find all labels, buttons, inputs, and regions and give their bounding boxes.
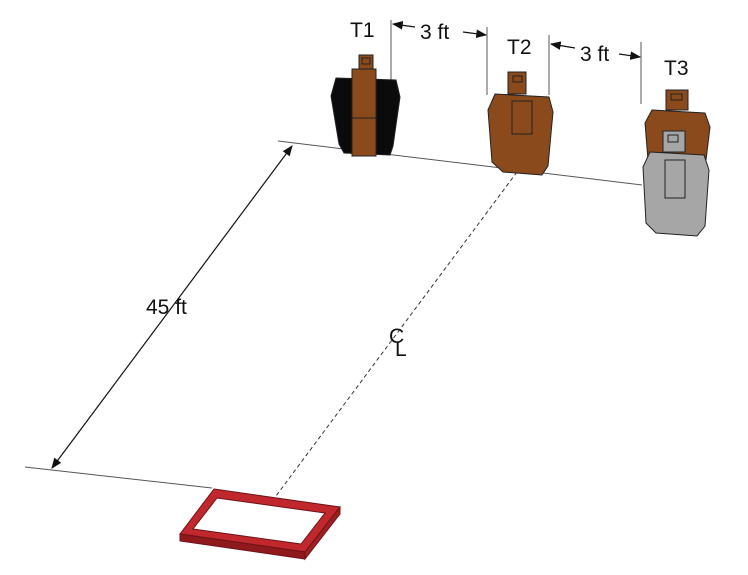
target-t3-back-head-window [670,93,683,101]
target-t1-head [358,54,374,70]
shooting-line [24,466,213,489]
target-t2-head [507,71,527,95]
spacing-label-1: 3 ft [420,21,449,44]
target-t3-front-body [642,151,710,237]
spacing-arrow-1 [462,29,488,39]
shooting-box-edge [304,505,341,561]
target-t1-plate [351,68,377,157]
target-t2-label: T2 [507,36,532,59]
centerline-symbol-c: C [389,325,404,348]
spacing-arrow-2 [549,41,576,50]
shooting-box [179,488,341,561]
spacing-arrow-1 [391,21,416,30]
centerline [275,171,518,497]
target-t3-zone [664,159,686,199]
target-t2-head-window [512,75,523,83]
target-t1-label: T1 [350,19,375,42]
target-t3: T3 [642,57,711,237]
target-t1-head-window [361,57,371,65]
target-t2-zone [511,100,533,135]
distance-arrow [51,145,293,469]
target-line [277,140,643,186]
target-t3-front-head-window [667,134,679,143]
target-t1: T1 [330,19,401,157]
spacing-label-2: 3 ft [580,43,609,66]
centerline-symbol-l: L [395,338,407,361]
spacing-arrow-2 [618,51,642,60]
target-t2: T2 [487,36,554,176]
target-t3-label: T3 [664,57,689,80]
centerline-label: CL C L [389,325,407,361]
distance-label: 45 ft [146,296,187,319]
